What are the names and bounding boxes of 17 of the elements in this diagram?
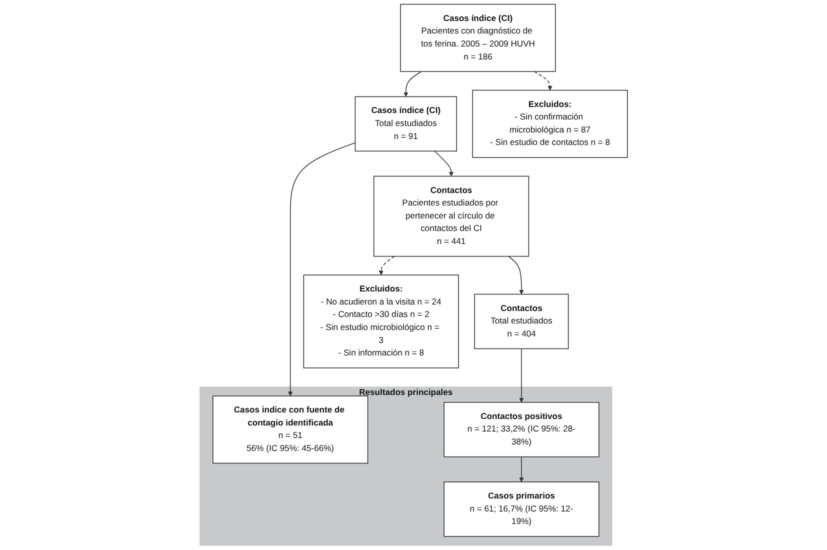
arrow <box>508 256 524 294</box>
arrow <box>378 256 395 276</box>
arrow <box>534 71 552 90</box>
arrow <box>519 348 524 403</box>
arrow <box>434 150 454 176</box>
node-box: Contactos Total estudiados n = 404 <box>474 294 569 350</box>
node-box: Contactos Pacientes estudiados por pertenecer al círculo de contactos del CI n = 441 <box>373 176 530 257</box>
node-box: Excluidos: - Sin confirmación microbiológica n = 87 - Sin estudio de contactos n = 8 <box>472 90 628 158</box>
arrow <box>519 456 524 482</box>
node-box: Casos primarios n = 61; 16,7% (IC 95%: 12-19%) <box>444 482 600 537</box>
node-box: Casos índice (CI) Total estudiados n = 91 <box>354 96 457 152</box>
arrow <box>288 142 356 396</box>
node-box: Excluidos: - No acudieron a la visita n = 24 - Contacto >30 días n = 2 - Sin estudio microbiológico n = 3 - Sin información n = 8 <box>303 274 459 368</box>
node-box: Casos indice con fuente de contagio identificada n = 51 56% (IC 95%: 45-66%) <box>212 396 368 464</box>
arrow <box>404 71 422 97</box>
node-box: Contactos positivos n = 121; 33,2% (IC 95%: 28-38%) <box>444 402 600 458</box>
node-box: Casos índice (CI) Pacientes con diagnóstico de tos ferina. 2005 – 2009 HUVH n = 186 <box>400 4 556 72</box>
